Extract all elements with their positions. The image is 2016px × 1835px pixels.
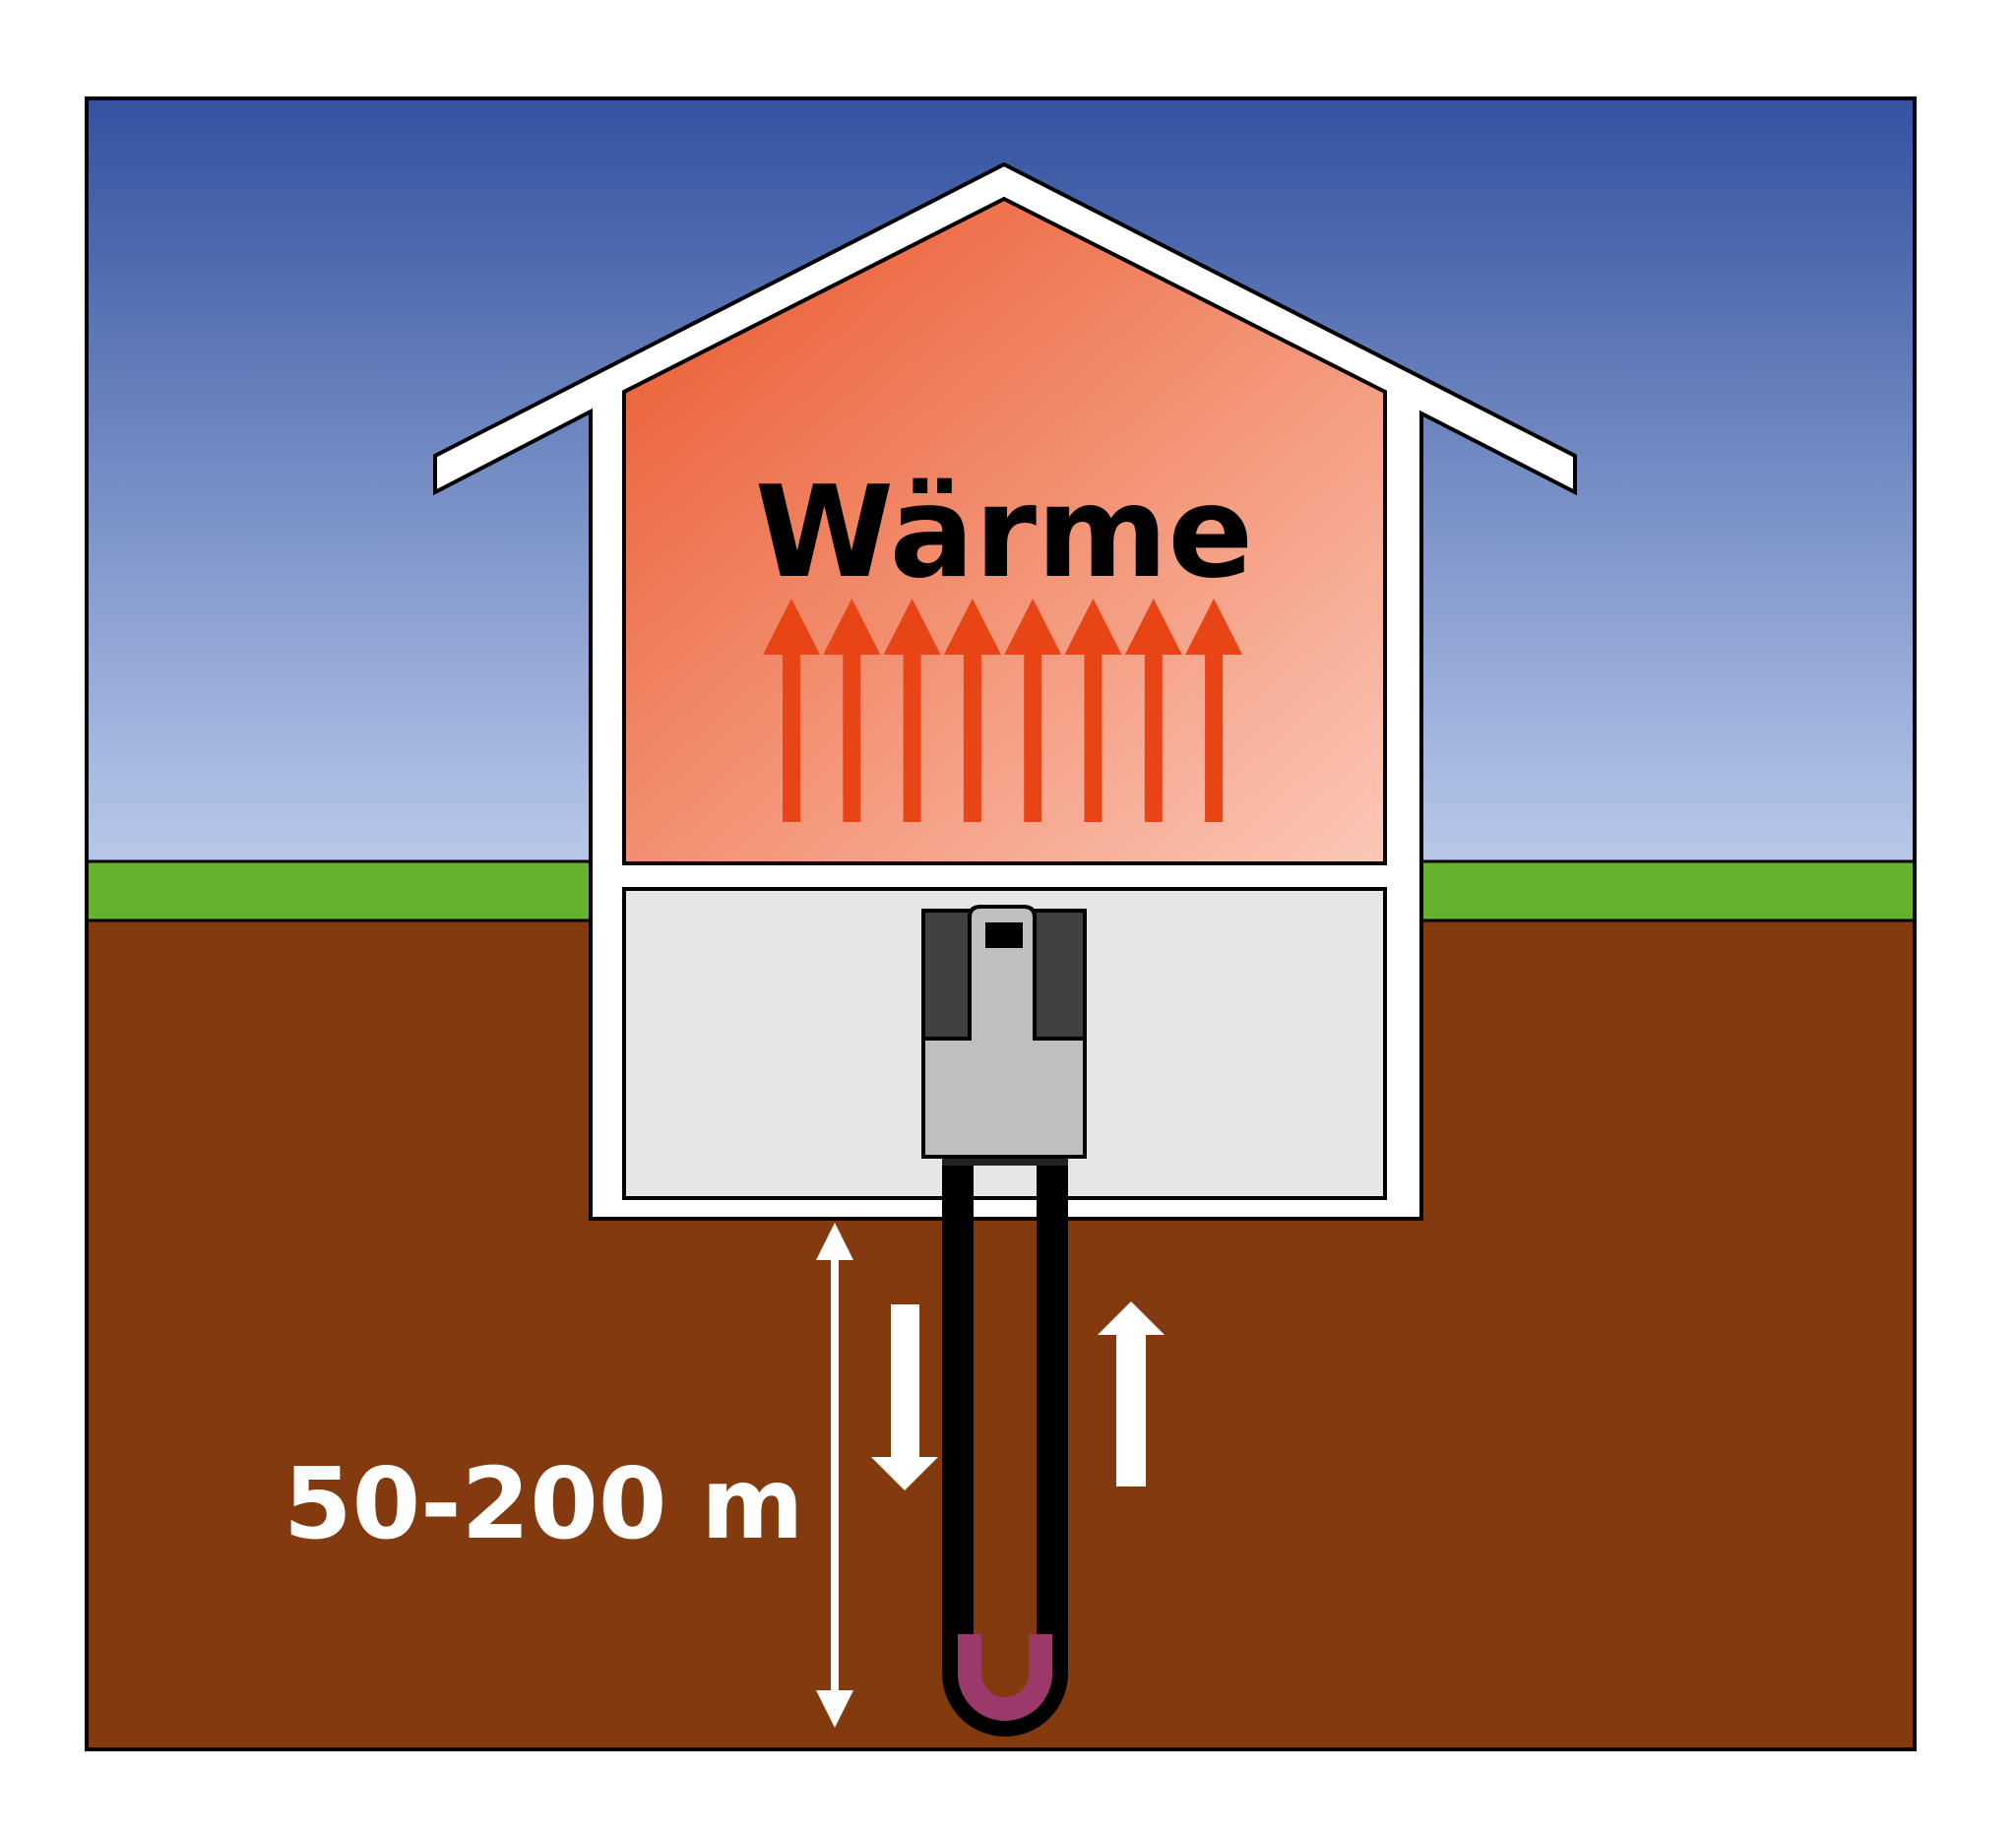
heat-pump-display	[985, 922, 1023, 948]
heat-arrow-icon	[763, 599, 820, 822]
heat-arrow-icon	[1004, 599, 1062, 822]
diagram-frame	[85, 96, 1917, 1751]
heat-arrow-icon	[1185, 599, 1243, 822]
ground-loop-pipes	[942, 1162, 1068, 1737]
heat-label: Wärme	[755, 460, 1253, 606]
heat-arrow-icon	[1064, 599, 1122, 822]
heat-arrow-icon	[883, 599, 941, 822]
heat-pump-lower-body	[921, 905, 1087, 1159]
flow-down-arrow	[871, 1304, 938, 1490]
depth-label: 50-200 m	[284, 1446, 803, 1561]
heat-pump-icon	[921, 905, 1087, 1166]
heat-arrow-icon	[1124, 599, 1182, 822]
heat-arrow-icon	[823, 599, 881, 822]
depth-dimension-arrow	[816, 1223, 853, 1728]
heat-arrow-icon	[943, 599, 1001, 822]
heat-arrows-group	[763, 599, 1243, 822]
ground-loop-bottom-bend	[958, 1634, 1052, 1721]
flow-up-arrow	[1098, 1301, 1165, 1487]
heated-room	[622, 196, 1387, 865]
